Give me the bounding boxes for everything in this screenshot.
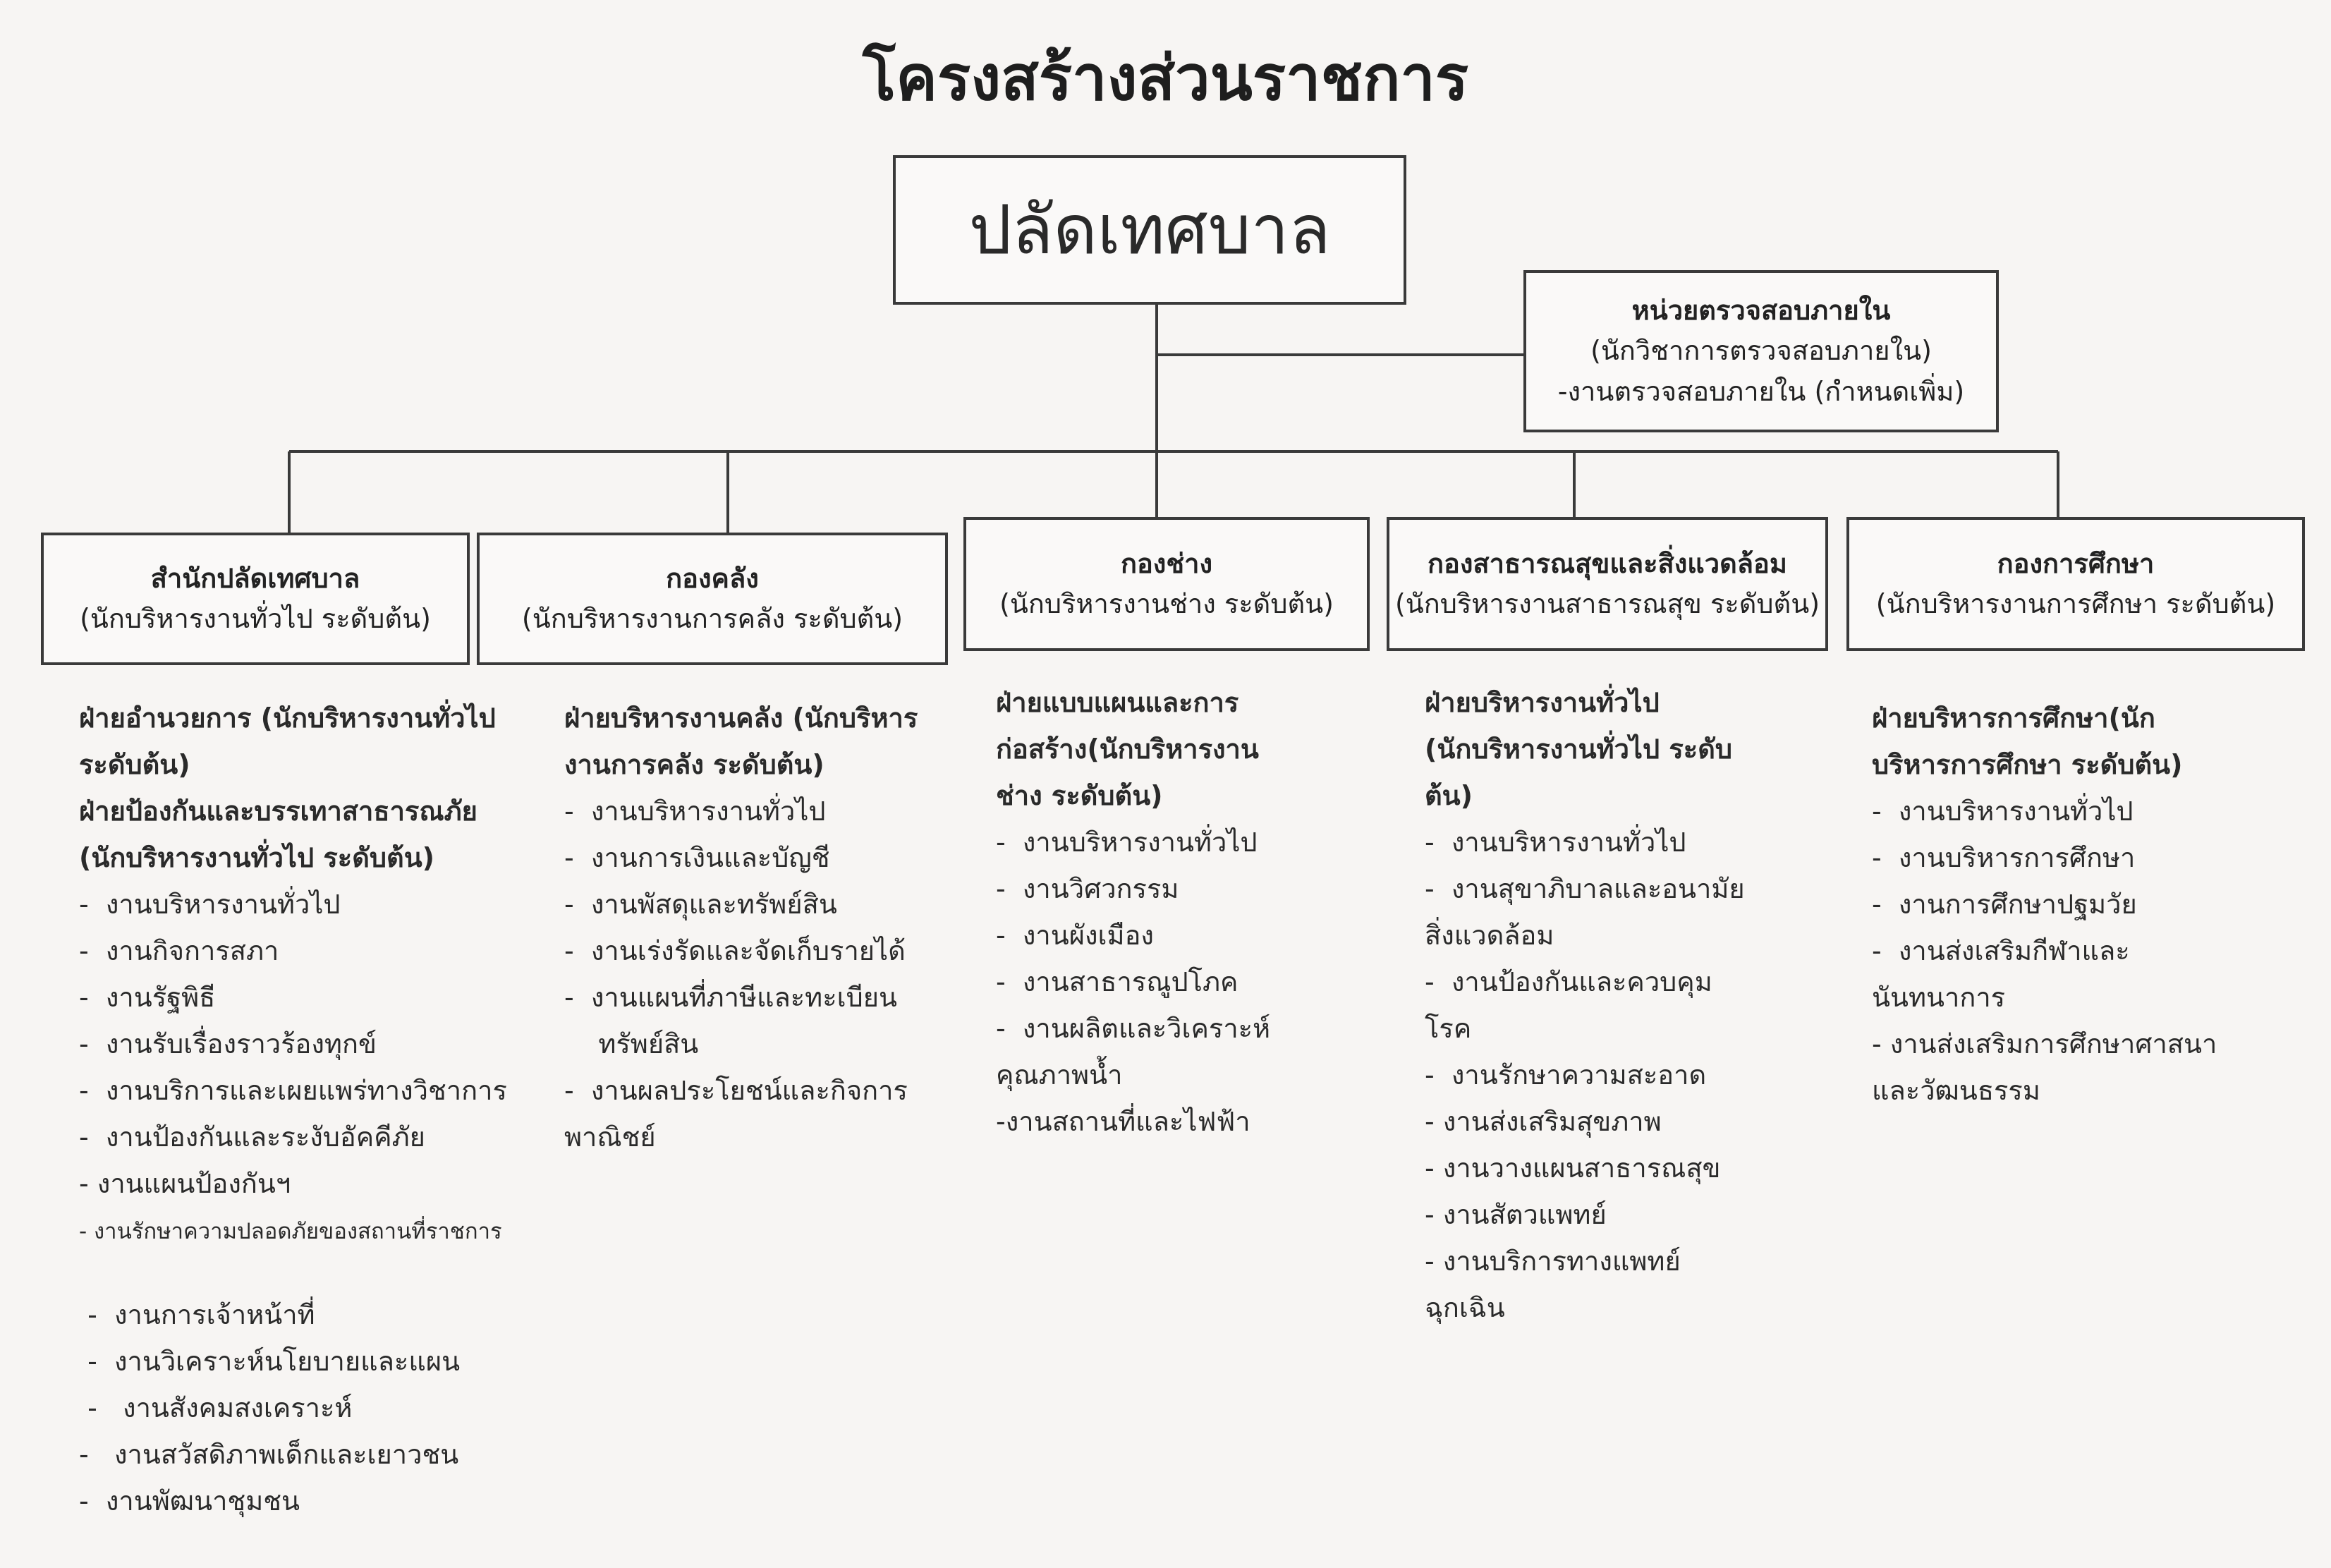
list-item: - งานเร่งรัดและจัดเก็บรายได้ <box>564 935 906 966</box>
section-head: บริหารการศึกษา ระดับต้น) <box>1872 749 2183 780</box>
list-item: - งานพัฒนาชุมชน <box>79 1485 300 1517</box>
list-item: - งานการเงินและบัญชี <box>564 842 830 873</box>
audit-line1: (นักวิชาการตรวจสอบภายใน) <box>1590 335 1932 366</box>
list-item: และวัฒนธรรม <box>1872 1075 2040 1106</box>
list-item: - งานวางแผนสาธารณสุข <box>1425 1153 1721 1184</box>
section-head: ฝ่ายแบบแผนและการ <box>996 687 1239 718</box>
list-item: - งานบริหารการศึกษา <box>1872 842 2136 873</box>
top-box: ปลัดเทศบาล <box>893 155 1406 305</box>
department-sub: (นักบริหารงานทั่วไป ระดับต้น) <box>80 603 431 634</box>
list-item: ฉุกเฉิน <box>1425 1292 1505 1323</box>
list-item: - งานผลประโยชน์และกิจการ <box>564 1075 908 1106</box>
section-head: ฝ่ายบริหารงานคลัง (นักบริหาร <box>564 703 918 734</box>
department-head: กองสาธารณสุขและสิ่งแวดล้อม <box>1428 548 1787 579</box>
list-item: - งานสังคมสงเคราะห์ <box>79 1392 353 1423</box>
list-item: นันทนาการ <box>1872 982 2006 1013</box>
list-item: - งานบริหารงานทั่วไป <box>79 889 341 920</box>
audit-line2: -งานตรวจสอบภายใน (กำหนดเพิ่ม) <box>1557 376 1965 407</box>
list-item: - งานพัสดุและทรัพย์สิน <box>564 889 837 920</box>
department-sub: (นักบริหารงานการคลัง ระดับต้น) <box>521 603 903 634</box>
audit-head: หน่วยตรวจสอบภายใน <box>1631 295 1891 326</box>
list-item: - งานแผนป้องกันฯ <box>79 1168 291 1199</box>
list-item: - งานป้องกันและควบคุม <box>1425 966 1712 997</box>
department-box-4: กองสาธารณสุขและสิ่งแวดล้อม (นักบริหารงาน… <box>1387 517 1828 651</box>
list-item: คุณภาพน้ำ <box>996 1059 1123 1090</box>
department-sub: (นักบริหารงานสาธารณสุข ระดับต้น) <box>1394 588 1820 619</box>
department-head: กองการศึกษา <box>1997 548 2155 579</box>
list-item: - งานสัตวแพทย์ <box>1425 1199 1607 1230</box>
list-item: - งานสาธารณูปโภค <box>996 966 1238 997</box>
list-item: - งานวิศวกรรม <box>996 873 1179 904</box>
list-item: พาณิชย์ <box>564 1122 656 1153</box>
department-box-3: กองช่าง (นักบริหารงานช่าง ระดับต้น) <box>963 517 1370 651</box>
list-item: - งานส่งเสริมกีฬาและ <box>1872 935 2130 966</box>
column-2: ฝ่ายบริหารงานคลัง (นักบริหาร งานการคลัง … <box>564 695 918 1160</box>
section-head: งานการคลัง ระดับต้น) <box>564 749 824 780</box>
department-sub: (นักบริหารงานการศึกษา ระดับต้น) <box>1875 588 2276 619</box>
column-3: ฝ่ายแบบแผนและการ ก่อสร้าง(นักบริหารงาน ช… <box>996 679 1270 1145</box>
section-head: ต้น) <box>1425 780 1473 811</box>
section-head: ฝ่ายบริหารการศึกษา(นัก <box>1872 703 2155 734</box>
list-item: - งานการเจ้าหน้าที่ <box>79 1299 315 1330</box>
list-item: - งานผลิตและวิเคราะห์ <box>996 1013 1271 1044</box>
department-box-2: กองคลัง (นักบริหารงานการคลัง ระดับต้น) <box>477 533 948 665</box>
column-1: ฝ่ายอำนวยการ (นักบริหารงานทั่วไป ระดับต้… <box>79 695 507 1524</box>
section-head: ก่อสร้าง(นักบริหารงาน <box>996 734 1259 765</box>
top-box-label: ปลัดเทศบาล <box>968 190 1331 269</box>
list-item: - งานป้องกันและระงับอัคคีภัย <box>79 1122 425 1153</box>
list-item: - งานบริหารงานทั่วไป <box>996 827 1258 858</box>
list-item: - งานส่งเสริมสุขภาพ <box>1425 1106 1662 1137</box>
list-item: - งานบริหารงานทั่วไป <box>1425 827 1686 858</box>
list-item: - งานบริการและเผยแพร่ทางวิชาการ <box>79 1075 507 1106</box>
column-5: ฝ่ายบริหารการศึกษา(นัก บริหารการศึกษา ระ… <box>1872 695 2217 1114</box>
department-box-1: สำนักปลัดเทศบาล (นักบริหารงานทั่วไป ระดั… <box>41 533 470 665</box>
list-item: - งานบริหารงานทั่วไป <box>1872 796 2134 827</box>
department-head: กองช่าง <box>1120 548 1213 579</box>
list-item: - งานแผนที่ภาษีและทะเบียน <box>564 982 897 1013</box>
list-item: - งานรักษาความสะอาด <box>1425 1059 1707 1090</box>
list-item: -งานสถานที่และไฟฟ้า <box>996 1106 1250 1137</box>
list-item: - งานสุขาภิบาลและอนามัย <box>1425 873 1745 904</box>
section-head: (นักบริหารงานทั่วไป ระดับ <box>1425 734 1733 765</box>
column-4: ฝ่ายบริหารงานทั่วไป (นักบริหารงานทั่วไป … <box>1425 679 1745 1331</box>
list-item-small: - งานรักษาความปลอดภัยของสถานที่ราชการ <box>79 1219 502 1244</box>
department-sub: (นักบริหารงานช่าง ระดับต้น) <box>999 588 1334 619</box>
list-item: ทรัพย์สิน <box>564 1028 699 1059</box>
list-item: - งานการศึกษาปฐมวัย <box>1872 889 2137 920</box>
list-item: - งานกิจการสภา <box>79 935 279 966</box>
spacer <box>79 1249 507 1292</box>
list-item: โรค <box>1425 1013 1472 1044</box>
section-head: ฝ่ายป้องกันและบรรเทาสาธารณภัย <box>79 796 477 827</box>
section-head: (นักบริหารงานทั่วไป ระดับต้น) <box>79 842 435 873</box>
section-head: ระดับต้น) <box>79 749 190 780</box>
list-item: - งานรับเรื่องราวร้องทุกข์ <box>79 1028 377 1059</box>
list-item: - งานบริหารงานทั่วไป <box>564 796 826 827</box>
department-head: กองคลัง <box>666 563 759 594</box>
audit-box: หน่วยตรวจสอบภายใน (นักวิชาการตรวจสอบภายใ… <box>1523 270 1999 432</box>
department-box-5: กองการศึกษา (นักบริหารงานการศึกษา ระดับต… <box>1846 517 2305 651</box>
page-title: โครงสร้างส่วนราชการ <box>862 42 1469 114</box>
section-head: ฝ่ายบริหารงานทั่วไป <box>1425 687 1660 718</box>
list-item: สิ่งแวดล้อม <box>1425 920 1554 951</box>
list-item: - งานผังเมือง <box>996 920 1154 951</box>
section-head: ช่าง ระดับต้น) <box>996 780 1163 811</box>
department-head: สำนักปลัดเทศบาล <box>150 563 360 594</box>
list-item: - งานส่งเสริมการศึกษาศาสนา <box>1872 1028 2217 1059</box>
list-item: - งานวิเคราะห์นโยบายและแผน <box>79 1346 461 1377</box>
list-item: - งานรัฐพิธี <box>79 982 216 1013</box>
section-head: ฝ่ายอำนวยการ (นักบริหารงานทั่วไป <box>79 703 496 734</box>
list-item: - งานสวัสดิภาพเด็กและเยาวชน <box>79 1439 459 1470</box>
list-item: - งานบริการทางแพทย์ <box>1425 1246 1681 1277</box>
